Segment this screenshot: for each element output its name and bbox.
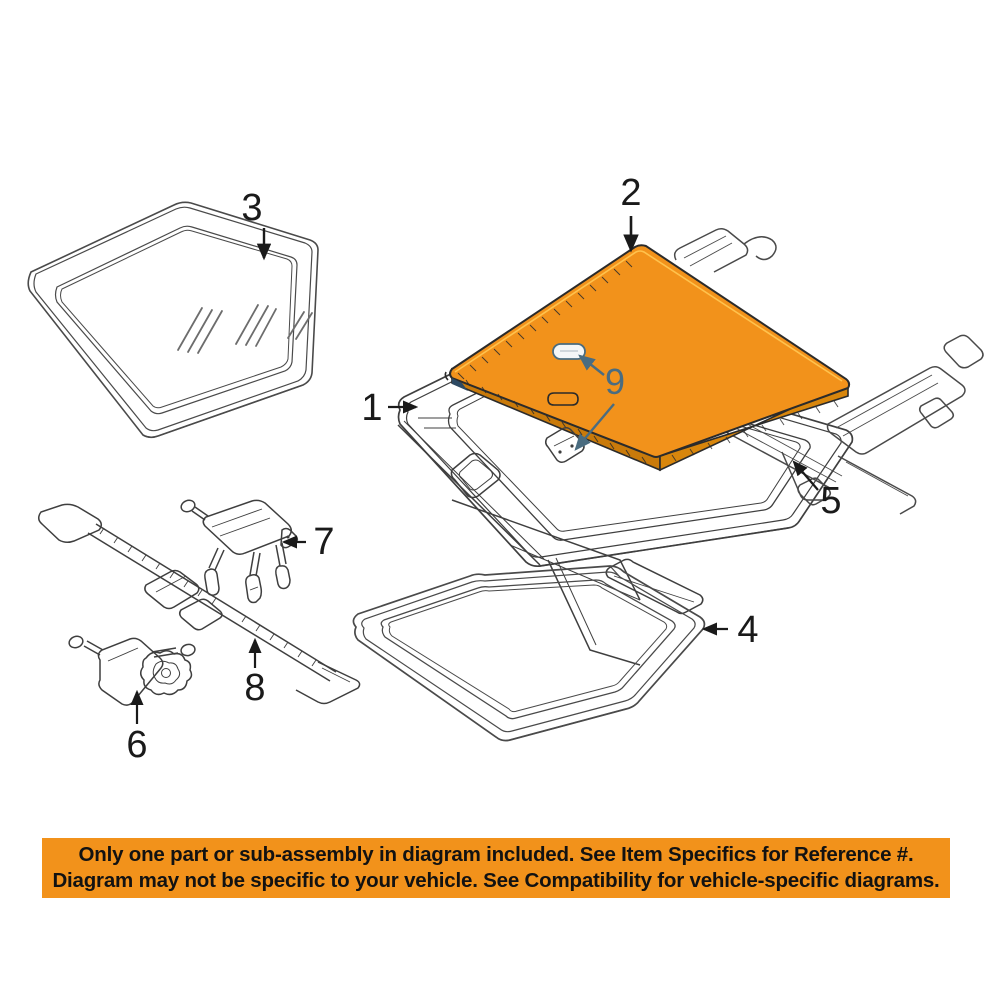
- part-3-glass-panel: [27, 201, 319, 439]
- sunshade-clip-slots: [547, 343, 586, 406]
- part-6-sunroof-motor: [68, 635, 196, 706]
- right-side-rails: [673, 227, 984, 515]
- notice-line-2: Diagram may not be specific to your vehi…: [52, 869, 940, 892]
- frame-lower-crossmember: [605, 558, 704, 615]
- callout-9-label: 9: [605, 361, 625, 402]
- part-8-drive-cable-rail: [38, 503, 361, 705]
- part-2-sunshade-panel: [444, 244, 851, 472]
- callout-7-label: 7: [313, 521, 334, 563]
- callout-9-leader: [574, 354, 615, 451]
- callout-1-label: 1: [361, 387, 382, 429]
- diagram-notice-banner: Only one part or sub-assembly in diagram…: [42, 838, 950, 898]
- callout-5-leader: [792, 460, 819, 491]
- callout-5-label: 5: [820, 480, 841, 522]
- callout-4-label: 4: [737, 609, 758, 651]
- callout-6-label: 6: [126, 724, 147, 766]
- callout-3-label: 3: [241, 187, 262, 229]
- glass-shine-lines: [177, 304, 313, 354]
- frame-cross-rails: [397, 420, 641, 666]
- notice-line-1: Only one part or sub-assembly in diagram…: [78, 843, 914, 866]
- callout-2-label: 2: [620, 172, 641, 214]
- callout-8-label: 8: [244, 667, 265, 709]
- part-4-weatherstrip-seal: [352, 565, 706, 742]
